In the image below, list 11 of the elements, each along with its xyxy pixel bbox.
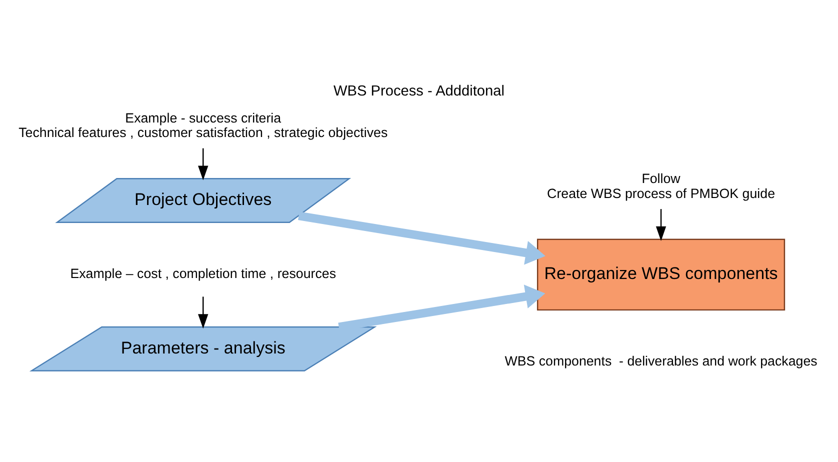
arrow [656,208,666,240]
arrow [338,284,546,331]
label: WBS components - deliverables and work packages [504,353,818,368]
node-text: Example – cost , completion time , resources [70,266,336,281]
arrow [198,148,208,180]
node-text: Example - success criteria Technical features , customer satisfaction , strategic objectives [18,110,388,140]
node-box: Re-organize WBS components [536,238,786,310]
diagram-title: WBS Process - Addditonal [334,82,504,99]
node-text: Follow Create WBS process of PMBOK guide [547,170,776,200]
arrow [198,296,208,328]
arrow [298,211,546,264]
